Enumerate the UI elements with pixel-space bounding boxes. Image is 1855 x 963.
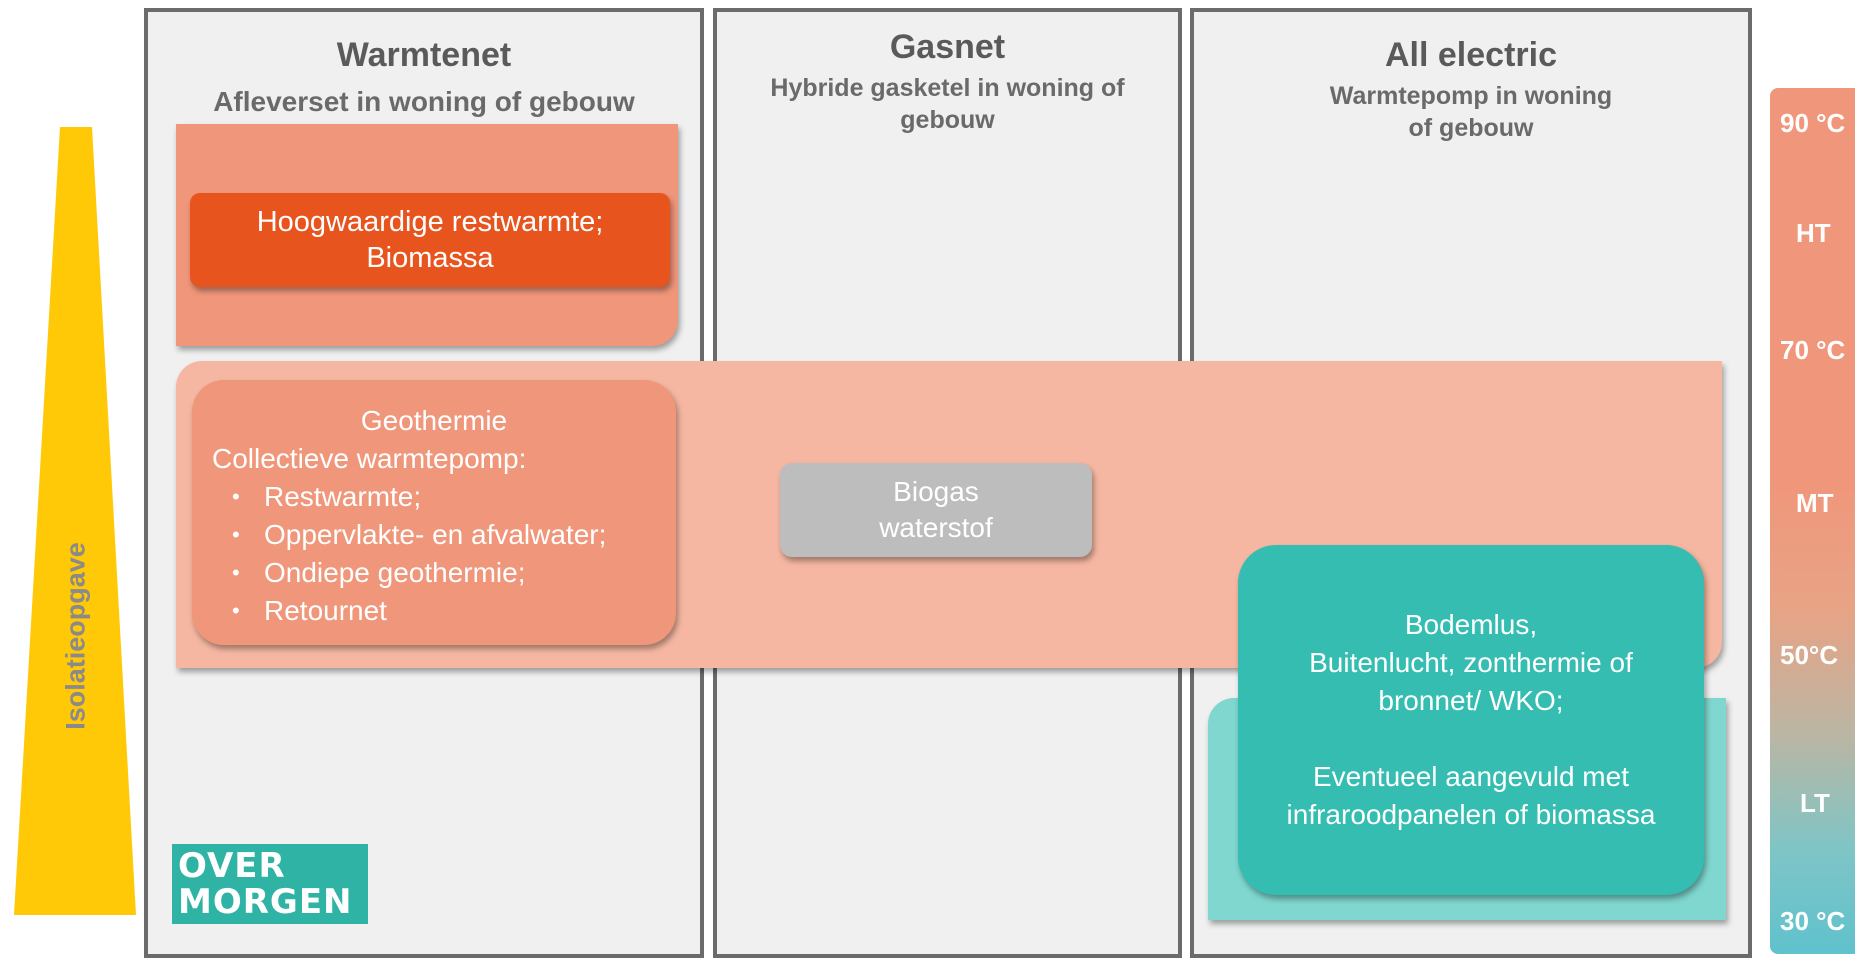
bodemlus-line: Buitenlucht, zonthermie of [1309, 647, 1633, 678]
geothermie-box: Geothermie Collectieve warmtepomp: Restw… [192, 380, 676, 645]
biogas-box: Biogas waterstof [780, 463, 1092, 557]
biogas-line: Biogas [893, 476, 979, 507]
column-title-warmtenet: Warmtenet [336, 36, 512, 74]
geothermie-list: Restwarmte; Oppervlakte- en afvalwater; … [210, 478, 676, 630]
subtitle-line: of gebouw [1408, 114, 1534, 142]
logo-line: OVER [178, 846, 286, 886]
scale-label-30: 30 °C [1780, 906, 1846, 936]
isolation-label: Isolatieopgave [60, 542, 91, 730]
temperature-scale: 90 °C HT 70 °C MT 50°C LT 30 °C [1770, 88, 1855, 954]
geothermie-intro: Collectieve warmtepomp: [212, 443, 527, 474]
bodemlus-line: Bodemlus, [1404, 609, 1538, 640]
bodemlus-spacer [1287, 720, 1656, 758]
scale-label-50: 50°C [1780, 640, 1839, 670]
bodemlus-line: bronnet/ WKO; [1378, 685, 1564, 716]
bodemlus-box: Bodemlus, Buitenlucht, zonthermie of bro… [1238, 545, 1704, 895]
scale-label-mt: MT [1796, 488, 1834, 518]
isolation-triangle-shape [14, 127, 136, 915]
list-item: Restwarmte; [210, 478, 676, 516]
geothermie-heading: Geothermie [360, 405, 508, 436]
restwarmte-box: Hoogwaardige restwarmte; Biomassa [190, 193, 670, 287]
bodemlus-line: Eventueel aangevuld met [1312, 761, 1629, 792]
subtitle-line: Warmtepomp in woning [1329, 82, 1613, 110]
list-item: Retournet [210, 592, 676, 630]
column-subtitle-all-electric: Warmtepomp in woning of gebouw [1194, 80, 1748, 144]
logo-line: MORGEN [178, 882, 353, 922]
restwarmte-line: Biomassa [366, 242, 494, 274]
column-subtitle-gasnet: Hybride gasketel in woning of gebouw [717, 72, 1178, 136]
list-item: Oppervlakte- en afvalwater; [210, 516, 676, 554]
list-item: Ondiepe geothermie; [210, 554, 676, 592]
scale-label-ht: HT [1796, 218, 1831, 248]
biogas-line: waterstof [879, 512, 993, 543]
scale-label-90: 90 °C [1780, 108, 1846, 138]
column-title-gasnet: Gasnet [889, 28, 1006, 66]
isolation-triangle [14, 127, 136, 915]
restwarmte-line: Hoogwaardige restwarmte; [256, 206, 604, 238]
scale-label-lt: LT [1800, 788, 1830, 818]
column-title-all-electric: All electric [1385, 36, 1557, 74]
subtitle-line: gebouw [900, 106, 995, 134]
subtitle-line: Hybride gasketel in woning of [770, 74, 1125, 102]
bodemlus-line: infraroodpanelen of biomassa [1286, 799, 1656, 830]
column-subtitle-warmtenet: Afleverset in woning of gebouw [213, 86, 635, 117]
over-morgen-logo: OVER MORGEN [172, 844, 368, 924]
scale-label-70: 70 °C [1780, 335, 1846, 365]
